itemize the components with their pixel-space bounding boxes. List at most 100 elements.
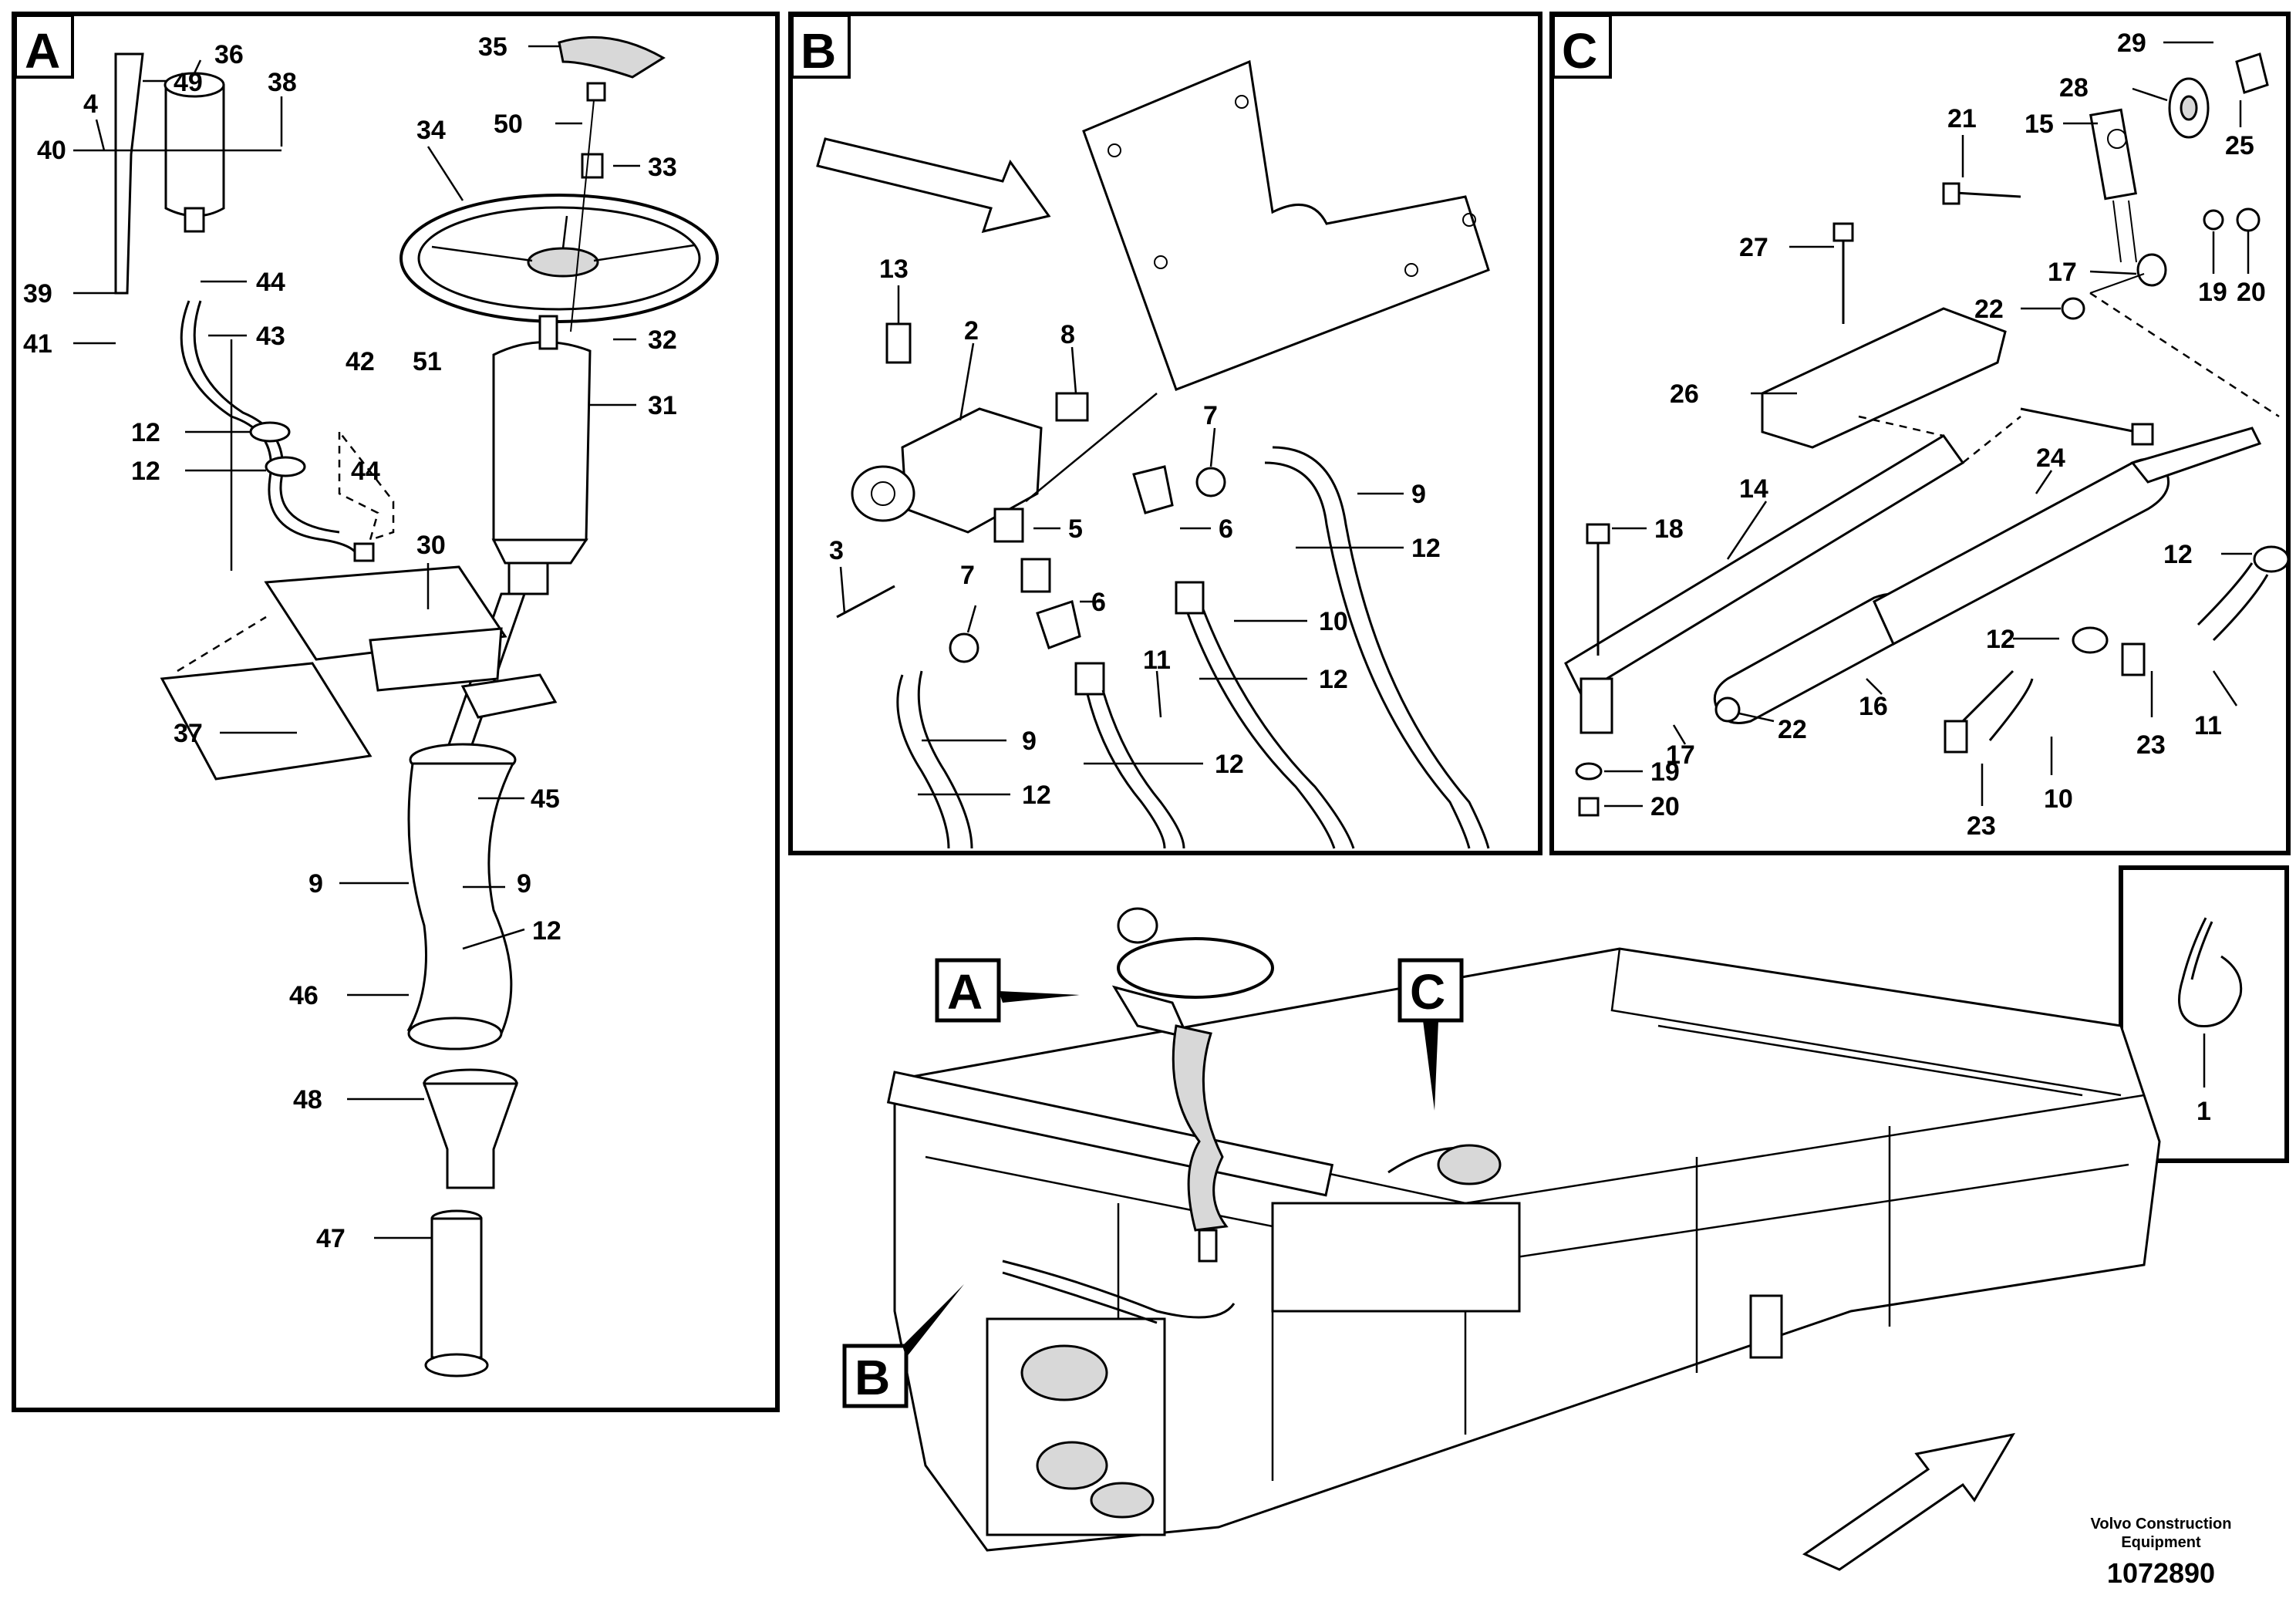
inset-cable-tie: 1 — [2119, 865, 2289, 1163]
callout-21: 21 — [1947, 104, 1977, 133]
pin-3 — [836, 585, 895, 619]
tee-6 — [1036, 600, 1081, 649]
overview-bellows — [1172, 1024, 1229, 1232]
callout-7a: 7 — [1203, 401, 1218, 430]
pulley-drawing — [2089, 52, 2269, 201]
clamp-12-drawing — [2253, 545, 2290, 573]
callout-43: 43 — [256, 322, 285, 351]
callout-29: 29 — [2117, 29, 2146, 58]
callout-3: 3 — [829, 536, 844, 565]
panel-a-tag-box — [14, 14, 74, 79]
panel-a-frame — [12, 12, 780, 1412]
callout-48: 48 — [293, 1085, 322, 1114]
callout-12b: 12 — [1319, 665, 1348, 694]
overview-tag-b-box — [842, 1344, 909, 1408]
steering-wheel-drawing — [400, 194, 719, 323]
callout-20b: 20 — [1650, 792, 1680, 821]
callout-23a: 23 — [2136, 730, 2166, 760]
panel-a-leaders — [73, 45, 640, 1239]
callout-10: 10 — [2044, 784, 2073, 814]
callout-9a: 9 — [308, 869, 323, 899]
panel-c-callouts: 29 28 15 25 21 27 17 19 20 22 26 14 24 1… — [1650, 29, 2266, 841]
callout-20a: 20 — [2237, 278, 2266, 307]
panel-b-leaders — [839, 285, 1404, 796]
tee-6b — [1132, 465, 1174, 514]
callout-17a: 17 — [2048, 258, 2077, 287]
callout-16: 16 — [1859, 692, 1888, 721]
callout-32: 32 — [648, 325, 677, 355]
block-drawing — [1761, 307, 2007, 449]
callout-42: 42 — [346, 347, 375, 376]
callout-25: 25 — [2225, 131, 2254, 160]
callout-11: 11 — [1143, 646, 1171, 675]
callout-24: 24 — [2036, 443, 2065, 473]
callout-27: 27 — [1739, 233, 1768, 262]
callout-1: 1 — [2197, 1097, 2211, 1126]
callout-18: 18 — [1654, 514, 1684, 544]
overview-steering-wheel — [1117, 937, 1274, 999]
overview-hoses-b — [1002, 1259, 1236, 1319]
fitting-drawing — [353, 542, 375, 562]
overview-sleeve — [1198, 1229, 1218, 1263]
company-line2: Equipment — [2121, 1534, 2201, 1551]
callout-40: 40 — [37, 136, 66, 165]
panel-b-callouts: 13 2 8 7 9 3 5 6 12 7 6 10 11 12 9 12 12 — [829, 255, 1441, 810]
inset-frame — [2119, 865, 2289, 1163]
callout-15: 15 — [2025, 110, 2054, 139]
mount-bracket-drawing — [264, 565, 558, 719]
callout-46: 46 — [289, 981, 319, 1010]
callout-47: 47 — [316, 1224, 346, 1253]
overview-tag-c-box — [1397, 958, 1464, 1023]
bracket-drawing — [114, 52, 144, 295]
fitting-23a — [1944, 720, 1968, 754]
company-line1: Volvo Construction — [2091, 1516, 2232, 1533]
callout-13: 13 — [879, 255, 909, 284]
footer: Volvo Construction Equipment 1072890 — [2091, 1516, 2232, 1589]
callout-9b: 9 — [517, 869, 531, 899]
panel-c-dash2 — [1858, 415, 1944, 437]
callout-14: 14 — [1739, 474, 1768, 504]
washer-22 — [1714, 696, 1741, 723]
panel-c-dash1 — [2089, 292, 2280, 418]
fitting-10 — [1175, 581, 1205, 615]
bellows-drawing — [406, 743, 517, 1050]
callout-12a: 12 — [2163, 540, 2193, 569]
sleeve-drawing — [424, 1209, 489, 1378]
callout-12b: 12 — [131, 457, 160, 486]
callout-44a: 44 — [256, 268, 285, 297]
callout-5: 5 — [1068, 514, 1083, 544]
callout-2: 2 — [964, 316, 979, 346]
panel-c-dash3 — [1962, 416, 2021, 464]
overview-tag-b: B — [855, 1350, 890, 1405]
overview-tag-c: C — [1410, 964, 1445, 1020]
cap-drawing — [558, 35, 666, 79]
callout-12a: 12 — [1411, 534, 1441, 563]
rod-end-drawing — [2061, 200, 2261, 320]
panel-a-callouts: 35 36 38 4 49 40 50 34 33 39 44 43 41 42… — [23, 32, 677, 1253]
callout-37: 37 — [174, 719, 203, 748]
panel-b-frame — [788, 12, 1542, 855]
callout-6a: 6 — [1219, 514, 1233, 544]
panel-c-leaders — [1604, 41, 2252, 808]
plate-dash — [177, 615, 267, 673]
front-beam — [886, 1071, 1334, 1197]
callout-22a: 22 — [1974, 295, 2004, 324]
direction-arrow — [816, 137, 1051, 234]
callout-9b: 9 — [1022, 727, 1037, 756]
callout-10: 10 — [1319, 607, 1348, 636]
hoses-drawing — [896, 446, 1490, 849]
panel-b-tag-box — [791, 14, 851, 79]
callout-12b: 12 — [1986, 625, 2015, 654]
bolt-24 — [2020, 407, 2137, 433]
hose-11-drawing — [2197, 562, 2269, 642]
bolt-21-head — [1942, 182, 1961, 205]
panel-a: A — [12, 12, 780, 1412]
callout-23b: 23 — [1967, 811, 1996, 841]
overview-direction-arrow — [1802, 1432, 2015, 1571]
cylinder-drawing — [1713, 427, 2262, 724]
mount-plates — [1271, 1202, 1521, 1313]
adapter-7 — [949, 632, 979, 663]
overview-reservoir — [1117, 907, 1158, 944]
callout-12c: 12 — [532, 916, 561, 946]
